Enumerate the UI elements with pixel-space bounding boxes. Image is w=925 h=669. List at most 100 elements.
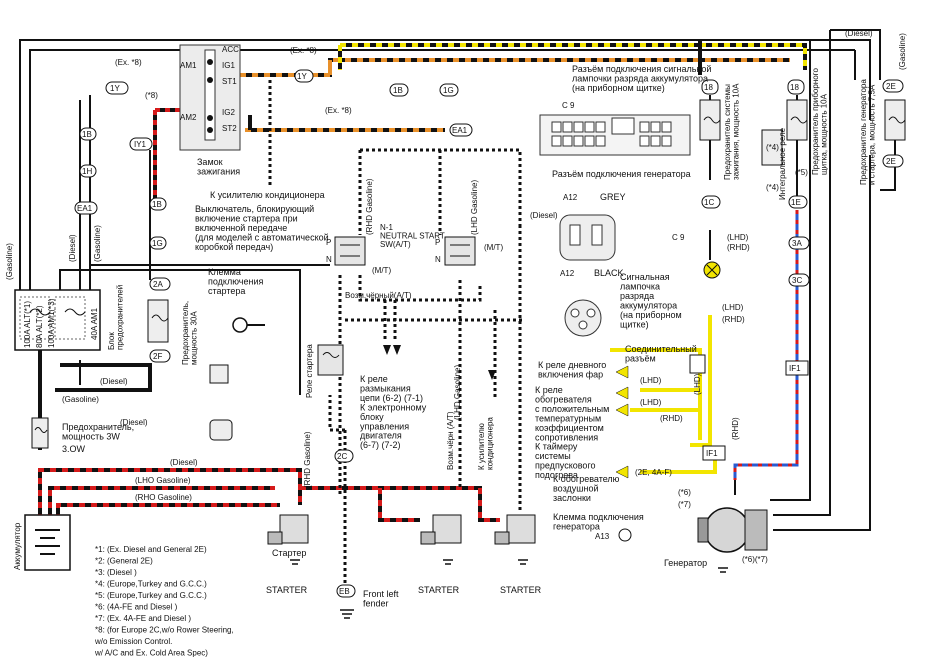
ignition-switch: ACC IG1 ST1 IG2 ST2 AM1 AM2 — [179, 44, 241, 151]
fuse-ign-label: Предохранитель системызажигания, мощност… — [723, 83, 740, 180]
st1-label: ST1 — [222, 77, 237, 86]
starter-label-3: STARTER — [500, 585, 542, 595]
neutral-switch-at — [444, 236, 476, 266]
dotted-wires — [268, 80, 525, 590]
orange-black-wires — [240, 58, 790, 132]
rhd-label-3: (RHD) — [660, 414, 683, 423]
alt80-label: 80A ALT(*2) — [35, 305, 44, 348]
conn-eb: EB — [339, 587, 350, 596]
vozm-black2-label: Возм.чёрн (A/T) — [446, 411, 455, 470]
lhd-gas-label: (LHD Gasoline) — [470, 180, 479, 235]
footnote-line: *2: (General 2E) — [95, 557, 153, 566]
fuse-30a — [147, 299, 169, 343]
conn-3c: 3C — [792, 276, 802, 285]
2e-4af-label: (2E, 4A-F) — [635, 468, 672, 477]
output-arrows — [615, 365, 629, 479]
diesel-low-label: (Diesel) — [100, 377, 128, 386]
ex8-a-label: (Ex. *8) — [115, 58, 142, 67]
fuse-ignition — [699, 99, 721, 141]
battery — [24, 514, 71, 571]
gen-conn-label: Разъём подключения генератора — [552, 169, 691, 179]
star7-label: (*7) — [678, 500, 691, 509]
conn-1b-top: 1B — [393, 86, 403, 95]
lhd-rot-label: (LHD) — [693, 373, 702, 395]
a12-black-label: A12 — [560, 269, 575, 278]
conn-1b-mid: 1B — [152, 200, 162, 209]
mt-label-2: (M/T) — [484, 243, 503, 252]
ground-symbols — [290, 559, 728, 619]
a12j-label: A12 — [563, 193, 578, 202]
conn-if1-low: IF1 — [706, 449, 718, 458]
conn-2a: 2A — [153, 280, 163, 289]
conn-iy1-top: 1Y — [297, 72, 307, 81]
fuse-box — [14, 289, 101, 351]
generator — [697, 507, 768, 553]
generator-connector-grey — [559, 214, 616, 261]
starter-connector-icon — [209, 364, 233, 441]
am2-label: AM2 — [180, 113, 197, 122]
conn-2e-top: 2E — [886, 82, 896, 91]
star8-label: (*8) — [145, 91, 158, 100]
conn-2c: 2C — [337, 452, 347, 461]
lamp-connector — [539, 114, 691, 156]
starter-relay-label: Реле стартера — [305, 344, 314, 398]
conn-2e-bottom: 2E — [886, 157, 896, 166]
alt100b-label: 100A AM1(*3) — [47, 298, 56, 348]
diesel-mid-label: (Diesel) — [120, 418, 148, 427]
lhd-label-3: (LHD) — [640, 376, 662, 385]
footnote-line: *5: (Europe,Turkey and G.C.C.) — [95, 591, 207, 600]
footnote-line: *3: (Diesel ) — [95, 568, 137, 577]
conn-1y: 1Y — [110, 84, 120, 93]
gasoline-label: (Gasoline) — [62, 395, 99, 404]
blue-red-wire — [733, 210, 799, 480]
conn-iy1-b: IY1 — [134, 140, 147, 149]
relay-arrows — [383, 345, 496, 380]
star6-label: (*6) — [678, 488, 691, 497]
grey-label: GREY — [600, 192, 626, 202]
black-label: BLACK — [594, 268, 624, 278]
starter-motor-3 — [494, 514, 536, 545]
joint-connector — [689, 354, 706, 374]
star5-label: (*5) — [795, 168, 808, 177]
rhd-gas-label: (RHD Gasoline) — [303, 431, 312, 488]
footnotes: *1: (Ex. Diesel and General 2E)*2: (Gene… — [94, 545, 234, 658]
footnote-line: w/ A/C and Ex. Cold Area Spec) — [94, 649, 208, 658]
conn-if1-right: IF1 — [789, 364, 801, 373]
rho-gasoline-label: (RHO Gasoline) — [135, 493, 192, 502]
neutral-switch-mt — [334, 236, 366, 266]
conn-1g-top: 1G — [443, 86, 454, 95]
generator-terminal-icon — [618, 528, 632, 542]
gasoline-rot-label: (Gasoline) — [5, 243, 14, 280]
conn-18-dash: 18 — [790, 83, 799, 92]
ex8-b-label: (Ex. *8) — [290, 46, 317, 55]
starter-label-2: STARTER — [418, 585, 460, 595]
ig1-label: IG1 — [222, 61, 235, 70]
yellow-black-wires — [338, 40, 807, 75]
star6-7-label: (*6)(*7) — [742, 555, 768, 564]
conn-18-ign: 18 — [704, 83, 713, 92]
diesel-bottom-label: (Diesel) — [170, 458, 198, 467]
gasoline-rot-label-2: (Gasoline) — [93, 225, 102, 262]
fuse-3w-label: Предохранитель,мощность 3W — [62, 422, 134, 441]
rhd-gas-label-2: (RHD Gasoline) — [365, 178, 374, 235]
fuse-dash-label: Предохранитель приборногощитка, мощность… — [811, 68, 828, 175]
conn-3a: 3A — [792, 239, 802, 248]
frame-wires — [19, 29, 881, 531]
c9gh-label: C 9 — [562, 101, 575, 110]
rhd-label-1: (RHD) — [727, 243, 750, 252]
footnote-line: *8: (for Europe 2C,w/o Rower Steering, — [95, 626, 234, 635]
conn-1c: 1C — [704, 198, 714, 207]
footnote-line: w/o Emission Control. — [94, 637, 172, 646]
conn-1e: 1E — [791, 198, 801, 207]
fuse-3ow-label: 3.OW — [62, 444, 86, 454]
lhd-label-4: (LHD) — [640, 398, 662, 407]
red-black-harness — [38, 468, 500, 522]
fuse-3w — [31, 417, 49, 449]
